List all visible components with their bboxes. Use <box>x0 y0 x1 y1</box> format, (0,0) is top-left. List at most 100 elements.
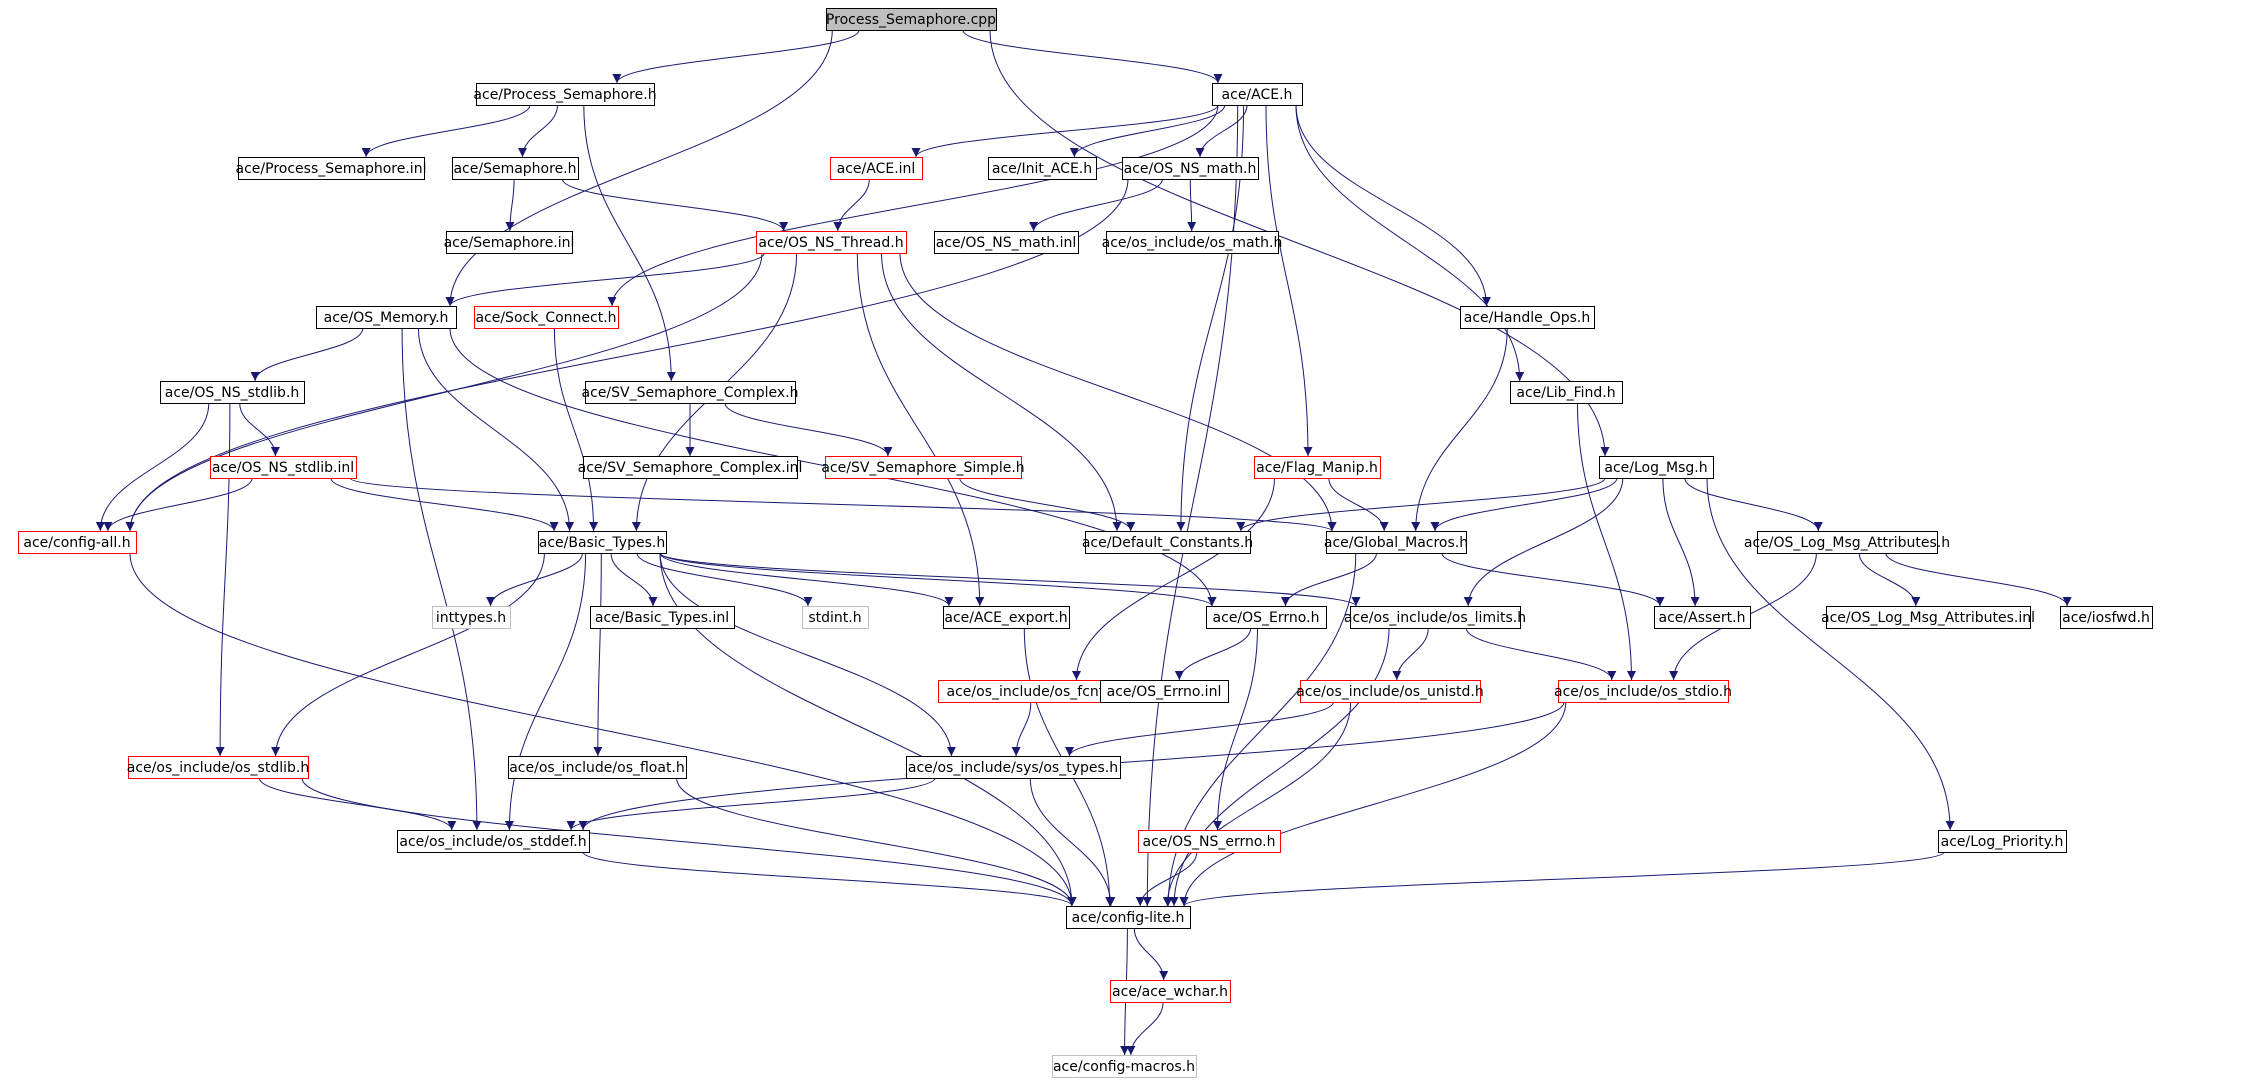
node-n1[interactable]: ace/Process_Semaphore.h <box>473 83 657 106</box>
edge-n26-n32 <box>1281 552 1377 607</box>
edge-n48-n49 <box>1126 1001 1164 1056</box>
node-n0[interactable]: Process_Semaphore.cpp <box>826 8 997 31</box>
node-label: ace/Global_Macros.h <box>1324 535 1468 551</box>
node-n7[interactable]: ace/OS_NS_math.h <box>1122 157 1259 180</box>
node-n31[interactable]: ace/ACE_export.h <box>943 606 1070 629</box>
edge-n33-n47 <box>1169 627 1390 907</box>
edge-n24-n29 <box>610 552 658 607</box>
node-n25[interactable]: ace/Default_Constants.h <box>1082 531 1253 554</box>
node-box <box>316 306 457 329</box>
node-label: ace/Basic_Types.inl <box>595 610 729 626</box>
node-n47[interactable]: ace/config-lite.h <box>1066 906 1191 929</box>
node-label: ace/Default_Constants.h <box>1082 535 1253 551</box>
node-label: ace/SV_Semaphore_Simple.h <box>821 460 1024 476</box>
node-label: ace/OS_NS_Thread.h <box>758 235 903 251</box>
node-box <box>825 456 1022 479</box>
node-box <box>590 606 735 629</box>
node-n15[interactable]: ace/OS_NS_stdlib.h <box>160 381 305 404</box>
node-label: stdint.h <box>808 610 861 626</box>
edge-n4-n9 <box>561 178 789 232</box>
node-n9[interactable]: ace/OS_NS_Thread.h <box>756 231 907 254</box>
node-n6[interactable]: ace/Init_ACE.h <box>988 157 1097 180</box>
node-label: ace/os_include/os_stdio.h <box>1554 684 1732 700</box>
node-n41[interactable]: ace/os_include/os_stdlib.h <box>127 756 309 779</box>
edge-n18-n26 <box>349 477 1337 532</box>
node-box <box>1100 680 1229 703</box>
node-label: ace/config-lite.h <box>1072 910 1185 926</box>
node-n22[interactable]: ace/Log_Msg.h <box>1599 456 1714 479</box>
node-n40[interactable]: ace/os_include/os_stdio.h <box>1554 680 1732 703</box>
node-n10[interactable]: ace/OS_NS_math.inl <box>934 231 1079 254</box>
node-box <box>1558 680 1729 703</box>
node-box <box>128 756 309 779</box>
node-n11[interactable]: ace/os_include/os_math.h <box>1102 231 1283 254</box>
node-box <box>1212 83 1303 106</box>
edge-n14-n26 <box>1411 327 1508 532</box>
node-box <box>906 756 1121 779</box>
node-n45[interactable]: ace/OS_NS_errno.h <box>1138 830 1281 853</box>
node-n46[interactable]: ace/Log_Priority.h <box>1938 830 2067 853</box>
node-n35[interactable]: ace/OS_Log_Msg_Attributes.inl <box>1821 606 2035 629</box>
node-n21[interactable]: ace/Flag_Manip.h <box>1254 456 1381 479</box>
node-n18[interactable]: ace/OS_NS_stdlib.inl <box>210 456 357 479</box>
node-label: ace/Semaphore.inl <box>444 235 575 251</box>
node-box <box>1085 531 1251 554</box>
node-box <box>1826 606 2031 629</box>
node-n17[interactable]: ace/Lib_Find.h <box>1510 381 1623 404</box>
node-label: inttypes.h <box>436 610 506 626</box>
edge-n0-n2 <box>962 29 1223 84</box>
node-n16[interactable]: ace/SV_Semaphore_Complex.h <box>582 381 799 404</box>
node-n32[interactable]: ace/OS_Errno.h <box>1206 606 1327 629</box>
edge-n39-n47 <box>1162 701 1352 907</box>
edge-n9-n12 <box>445 252 765 307</box>
node-n24[interactable]: ace/Basic_Types.h <box>538 531 667 554</box>
node-box <box>1066 906 1191 929</box>
node-label: Process_Semaphore.cpp <box>826 12 996 28</box>
node-n8[interactable]: ace/Semaphore.inl <box>444 231 575 254</box>
node-label: ace/ACE.inl <box>837 161 916 177</box>
node-n48[interactable]: ace/ace_wchar.h <box>1110 980 1231 1003</box>
node-n20[interactable]: ace/SV_Semaphore_Simple.h <box>821 456 1025 479</box>
edge-n7-n10 <box>1029 178 1163 232</box>
node-n43[interactable]: ace/os_include/sys/os_types.h <box>906 756 1121 779</box>
node-n33[interactable]: ace/os_include/os_limits.h <box>1344 606 1526 629</box>
node-n26[interactable]: ace/Global_Macros.h <box>1324 531 1468 554</box>
node-box <box>802 606 869 629</box>
node-label: ace/os_include/sys/os_types.h <box>908 760 1118 776</box>
node-n23[interactable]: ace/config-all.h <box>18 531 137 554</box>
node-n5[interactable]: ace/ACE.inl <box>830 157 923 180</box>
edge-n0-n22 <box>989 29 1610 457</box>
edge-n22-n27 <box>1684 477 1823 532</box>
node-box <box>18 531 137 554</box>
node-n19[interactable]: ace/SV_Semaphore_Complex.inl <box>578 456 803 479</box>
node-n38[interactable]: ace/OS_Errno.inl <box>1100 680 1229 703</box>
edge-n12-n24 <box>417 327 575 532</box>
node-box <box>476 83 655 106</box>
node-box <box>1122 157 1259 180</box>
node-n27[interactable]: ace/OS_Log_Msg_Attributes.h <box>1744 531 1950 554</box>
node-n2[interactable]: ace/ACE.h <box>1212 83 1303 106</box>
edge-n18-n24 <box>330 477 559 532</box>
node-n34[interactable]: ace/Assert.h <box>1654 606 1751 629</box>
node-label: ace/Log_Priority.h <box>1941 834 2064 850</box>
node-box <box>210 456 357 479</box>
node-n12[interactable]: ace/OS_Memory.h <box>316 306 457 329</box>
edge-n2-n6 <box>1069 104 1226 158</box>
node-n3[interactable]: ace/Process_Semaphore.inl <box>236 157 427 180</box>
node-label: ace/os_include/os_stdlib.h <box>127 760 309 776</box>
edge-n43-n47 <box>1029 777 1116 907</box>
node-n36[interactable]: ace/iosfwd.h <box>2060 606 2153 629</box>
node-n29[interactable]: ace/Basic_Types.inl <box>590 606 735 629</box>
node-n4[interactable]: ace/Semaphore.h <box>452 157 579 180</box>
node-n44[interactable]: ace/os_include/os_stddef.h <box>397 830 590 853</box>
edge-n24-n43 <box>659 552 956 757</box>
edge-n4-n8 <box>505 178 515 232</box>
edge-n1-n3 <box>361 104 531 158</box>
node-n14[interactable]: ace/Handle_Ops.h <box>1460 306 1595 329</box>
node-box <box>1654 606 1751 629</box>
edge-n15-n23 <box>95 402 210 532</box>
node-n39[interactable]: ace/os_include/os_unistd.h <box>1296 680 1484 703</box>
node-n42[interactable]: ace/os_include/os_float.h <box>508 756 687 779</box>
edge-n21-n37 <box>1072 477 1275 681</box>
node-n13[interactable]: ace/Sock_Connect.h <box>474 306 619 329</box>
